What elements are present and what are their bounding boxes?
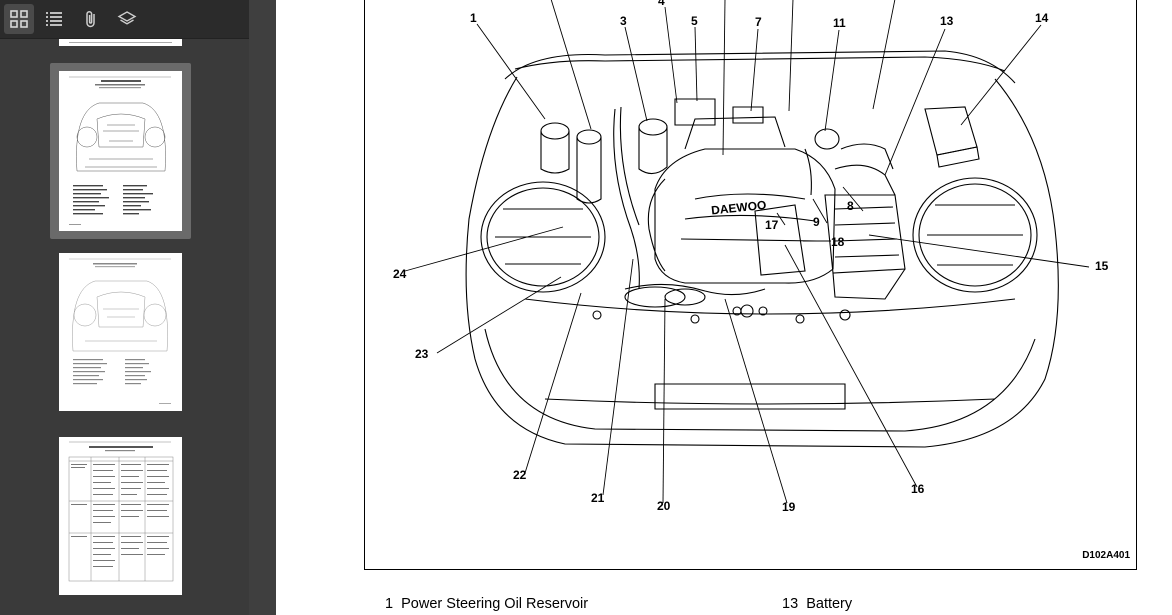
callout-23: 23 <box>415 347 429 361</box>
callout-13: 13 <box>940 14 954 28</box>
paperclip-icon <box>86 10 95 28</box>
callout-18: 18 <box>831 235 845 249</box>
callout-1: 1 <box>470 11 477 25</box>
page-preview <box>69 258 171 404</box>
callout-14: 14 <box>1035 11 1049 25</box>
thumbnail-list[interactable] <box>0 39 249 615</box>
callout-17: 17 <box>765 218 779 232</box>
page-thumbnail[interactable] <box>59 39 182 46</box>
figure-id: D102A401 <box>1082 550 1130 561</box>
callout-21: 21 <box>591 491 605 505</box>
page-preview <box>68 441 174 582</box>
grid-icon <box>10 10 28 28</box>
page-thumbnail[interactable] <box>59 437 182 595</box>
callout-12: 12 <box>890 0 903 1</box>
legend-number: 13 <box>782 596 799 612</box>
layers-icon <box>117 11 137 25</box>
callout-8: 8 <box>847 199 854 213</box>
legend-label: Power Steering Oil Reservoir <box>401 596 589 612</box>
callout-22: 22 <box>513 468 527 482</box>
callout-15: 15 <box>1095 259 1109 273</box>
outline-view-button[interactable] <box>39 4 69 34</box>
thumbnails-view-button[interactable] <box>4 4 34 34</box>
page-thumbnail[interactable] <box>59 253 182 411</box>
attachments-view-button[interactable] <box>76 4 106 34</box>
legend-number: 1 <box>385 596 394 612</box>
thumbnail-sidebar <box>0 0 249 615</box>
callout-2: 2 <box>546 0 553 1</box>
page-thumbnail-selected[interactable] <box>59 71 182 231</box>
callout-4: 4 <box>658 0 665 8</box>
layers-view-button[interactable] <box>112 4 142 34</box>
callout-9: 9 <box>813 215 820 229</box>
callout-20: 20 <box>657 499 671 513</box>
callout-24: 24 <box>393 267 407 281</box>
list-icon <box>46 12 62 26</box>
sidebar-splitter[interactable] <box>249 0 276 615</box>
callout-11: 11 <box>833 16 846 30</box>
engine-diagram: DAEWOO <box>404 0 1090 504</box>
legend-item-right: 13 Battery <box>782 596 852 612</box>
callout-7: 7 <box>755 15 762 29</box>
callout-5: 5 <box>691 14 698 28</box>
callout-3: 3 <box>620 14 627 28</box>
engine-compartment-figure: DAEWOO <box>364 0 1137 570</box>
sidebar-toolbar <box>0 0 249 39</box>
callout-19: 19 <box>782 500 796 514</box>
brand-text: DAEWOO <box>710 198 767 218</box>
legend-label: Battery <box>806 596 853 612</box>
page-preview <box>69 76 171 225</box>
callout-16: 16 <box>911 482 925 496</box>
legend-item-left: 1 Power Steering Oil Reservoir <box>385 596 588 612</box>
